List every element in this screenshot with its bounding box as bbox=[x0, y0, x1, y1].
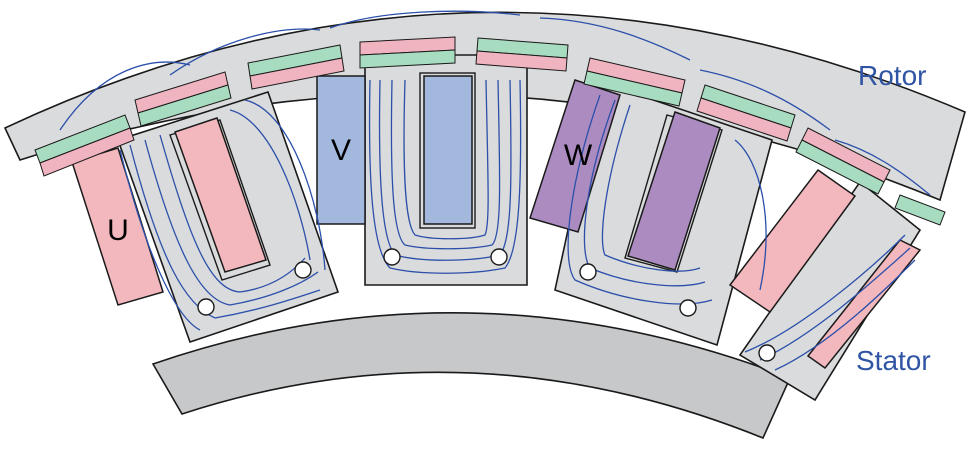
coil-v-right bbox=[423, 75, 473, 225]
rotor-yoke bbox=[3, 11, 966, 202]
mounting-holes bbox=[197, 248, 776, 362]
rotor-magnets bbox=[34, 36, 946, 226]
coil-v-left bbox=[316, 75, 366, 225]
hole-2 bbox=[294, 261, 312, 279]
hole-4 bbox=[490, 248, 508, 266]
coil-w-right bbox=[627, 111, 721, 271]
stator-back-iron bbox=[151, 312, 792, 440]
stator-label: Stator bbox=[856, 345, 931, 376]
hole-3 bbox=[383, 248, 401, 266]
phase-label-u: U bbox=[107, 214, 129, 247]
phase-label-w: W bbox=[564, 139, 593, 172]
hole-1 bbox=[197, 298, 215, 316]
coil-extra-a bbox=[728, 168, 857, 314]
hole-5 bbox=[579, 263, 597, 281]
coils bbox=[71, 75, 922, 370]
hole-6 bbox=[679, 299, 697, 317]
coil-w-left bbox=[529, 79, 621, 233]
hole-7 bbox=[758, 344, 776, 362]
coil-u-right bbox=[174, 117, 267, 273]
rotor-label: Rotor bbox=[858, 60, 926, 91]
phase-label-v: V bbox=[331, 134, 351, 167]
coil-extra-b bbox=[806, 239, 922, 370]
